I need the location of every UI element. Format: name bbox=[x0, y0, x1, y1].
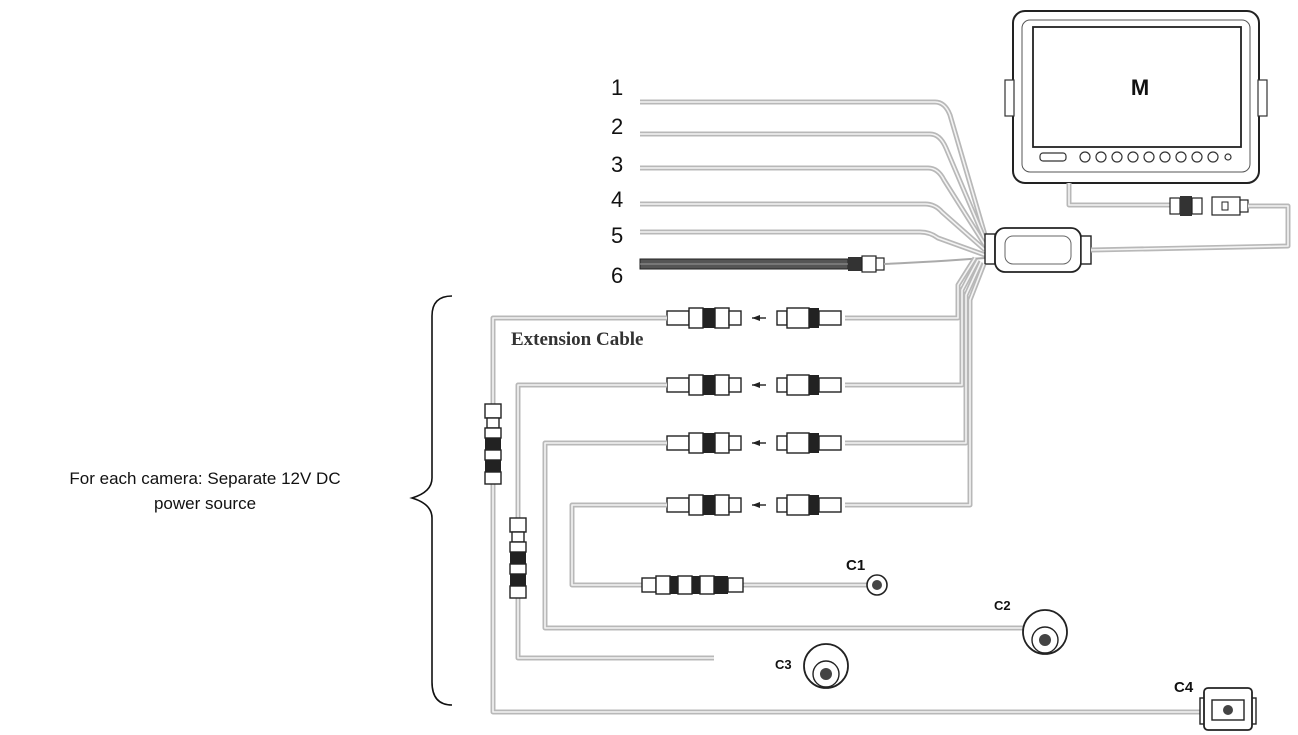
wire-number-6: 6 bbox=[611, 263, 623, 288]
camera-c2 bbox=[1022, 609, 1068, 655]
connector-pair-1 bbox=[666, 307, 842, 329]
camera-c4 bbox=[1199, 687, 1257, 731]
junction-box bbox=[984, 227, 1092, 273]
camera-label-c2: C2 bbox=[994, 598, 1011, 613]
wire-6-dark bbox=[639, 255, 986, 273]
monitor-cable bbox=[1066, 183, 1291, 253]
power-bracket bbox=[409, 295, 453, 706]
monitor-label: M bbox=[1131, 75, 1149, 100]
harness-wires bbox=[640, 99, 988, 258]
wire-number-3: 3 bbox=[611, 152, 623, 177]
camera-label-c1: C1 bbox=[846, 557, 865, 574]
power-source-note: For each camera: Separate 12V DC power s… bbox=[0, 466, 410, 516]
connector-pair-4 bbox=[666, 494, 842, 516]
power-note-line-1: For each camera: Separate 12V DC bbox=[69, 469, 341, 488]
monitor-buttons bbox=[1079, 151, 1232, 163]
wire-number-4: 4 bbox=[611, 187, 623, 212]
wire-number-2: 2 bbox=[611, 114, 623, 139]
camera-c3 bbox=[803, 643, 849, 689]
video-feed-cables bbox=[845, 256, 987, 508]
wire-number-1: 1 bbox=[611, 75, 623, 100]
power-connector-1 bbox=[484, 403, 502, 485]
c1-inline-connector bbox=[641, 575, 744, 595]
camera-label-c3: C3 bbox=[775, 657, 792, 672]
connector-pair-3 bbox=[666, 432, 842, 454]
camera-cable-runs bbox=[490, 315, 1202, 715]
monitor: M bbox=[1004, 10, 1268, 184]
power-note-line-2: power source bbox=[153, 494, 257, 513]
connector-pair-2 bbox=[666, 374, 842, 396]
power-connector-2 bbox=[509, 517, 527, 599]
extension-cable-label: Extension Cable bbox=[511, 329, 644, 350]
wire-number-5: 5 bbox=[611, 223, 623, 248]
camera-c1 bbox=[866, 574, 888, 596]
camera-label-c4: C4 bbox=[1174, 679, 1194, 696]
